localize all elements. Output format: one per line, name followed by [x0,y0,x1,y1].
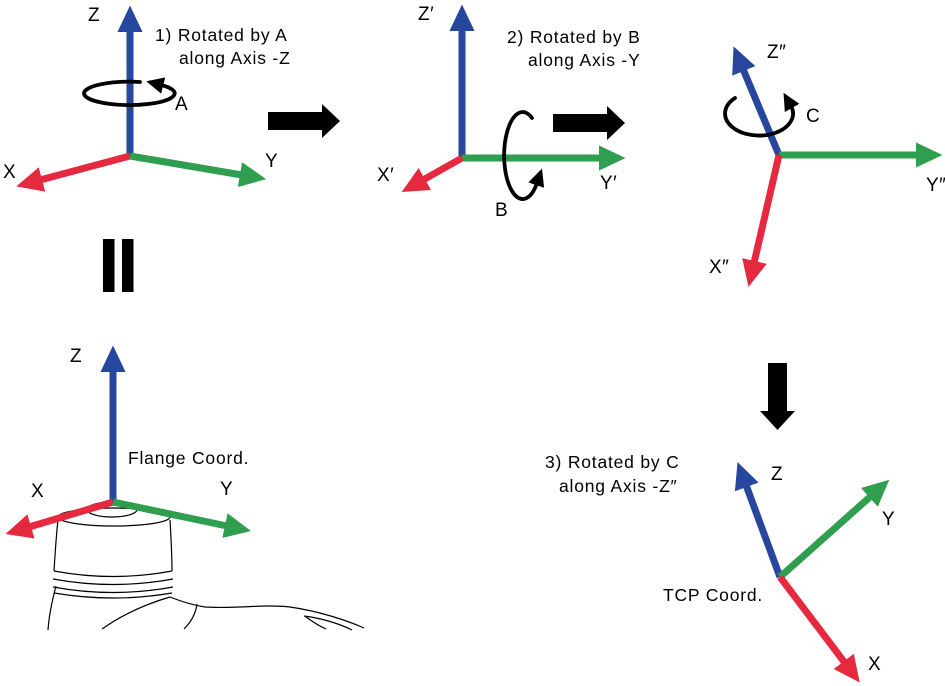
step3-caption-line2: along Axis -Z″ [559,476,678,496]
step3-z-label: Z″ [767,42,787,63]
flange-y-axis [112,498,251,538]
tcp-y-label: Y [882,509,896,530]
tcp-x-axis [777,574,860,683]
arm-silhouette [169,596,365,629]
flange-band-line-4 [53,592,173,599]
frame-flange [5,345,251,539]
wrist-front-contour [101,596,171,630]
frame-step2 [401,4,626,201]
step3-angle-label: C [806,106,821,127]
step1-angle-label: A [175,94,189,115]
step3-rotation-arrow-icon [723,92,800,138]
arm-detail-line-2 [305,616,327,630]
step1-caption-line2: along Axis -Z [179,48,291,68]
arm-fold-line [183,603,198,630]
step3-x-axis [742,154,783,287]
flange-band-line-1 [53,570,173,578]
flange-x-axis [5,498,114,539]
flange-z-label: Z [70,346,83,367]
tcp-z-label: Z [771,464,784,485]
step2-angle-label: B [495,200,509,221]
step1-to-step2-arrow-icon [268,104,340,138]
step3-x-label: X″ [709,257,730,278]
tcp-y-axis [777,479,890,580]
step3-caption-line1: 3) Rotated by C [545,452,680,472]
step2-rotation-arrow-icon [502,110,545,201]
tcp-caption: TCP Coord. [663,585,764,605]
equivalence-bar-1 [103,239,115,292]
equivalence-bar-2 [122,239,134,292]
robot-flange-sketch [47,501,365,631]
flange-band-line-3 [52,586,174,594]
step1-y-axis [129,152,267,188]
step1-z-label: Z [88,5,101,26]
step1-x-label: X [3,162,17,183]
step2-to-step3-arrow-icon [553,106,625,140]
flange-cylinder-left-edge [53,519,59,572]
frame-step1 [16,5,267,192]
step2-z-label: Z′ [418,4,435,25]
step2-caption-line1: 2) Rotated by B [507,27,641,47]
arm-detail-line-1 [303,615,353,631]
tcp-z-axis [734,462,784,579]
flange-caption: Flange Coord. [128,448,250,468]
step2-caption-line2: along Axis -Y [528,50,641,70]
step3-to-tcp-arrow-icon [760,363,795,430]
wrist-left-contour [47,585,57,631]
step3-z-axis [732,46,783,157]
frame-step3 [723,46,943,287]
step3-y-label: Y″ [926,175,945,196]
flange-x-label: X [31,481,45,502]
step1-caption-line1: 1) Rotated by A [155,25,288,45]
step1-rotation-arrow-icon [82,77,177,107]
step2-x-axis [401,154,464,193]
flange-y-label: Y [220,479,234,500]
step2-x-label: X′ [377,165,395,186]
flange-cylinder-right-edge [169,519,173,572]
step1-x-axis [16,152,131,192]
step2-y-label: Y′ [600,173,618,194]
tcp-x-label: X [868,654,882,675]
equivalence-icon [103,239,134,292]
frame-tcp [734,462,890,683]
flange-band-line-2 [52,578,174,586]
step1-y-label: Y [265,151,279,172]
